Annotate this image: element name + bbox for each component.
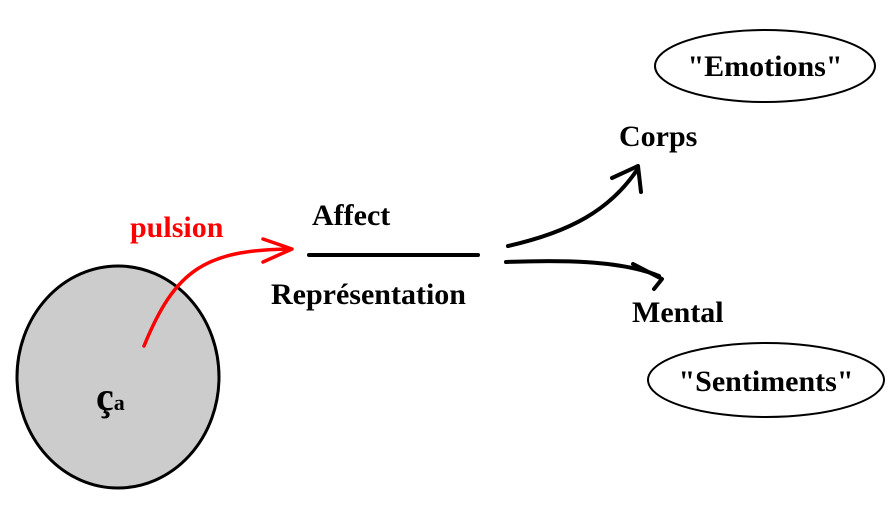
corps-arrowhead — [610, 164, 643, 194]
sentiments-label: "Sentiments" — [679, 365, 854, 398]
pulsion-label: pulsion — [130, 211, 224, 244]
mental-label: Mental — [632, 296, 724, 329]
corps-label: Corps — [619, 120, 697, 153]
sentiments-ellipse — [647, 342, 885, 418]
emotions-ellipse — [654, 29, 876, 103]
ca-label-small: a — [114, 390, 125, 415]
representation-label: Représentation — [271, 278, 466, 311]
emotions-label: "Emotions" — [688, 50, 843, 83]
mental-arrowhead — [631, 262, 664, 291]
ca-circle — [15, 264, 221, 490]
affect-label: Affect — [312, 199, 390, 232]
pulsion-arrow — [142, 247, 292, 348]
pulsion-arrowhead — [261, 237, 294, 264]
corps-arrow — [506, 168, 639, 248]
ca-label: ça — [96, 374, 125, 419]
ca-label-big: ç — [96, 374, 114, 419]
